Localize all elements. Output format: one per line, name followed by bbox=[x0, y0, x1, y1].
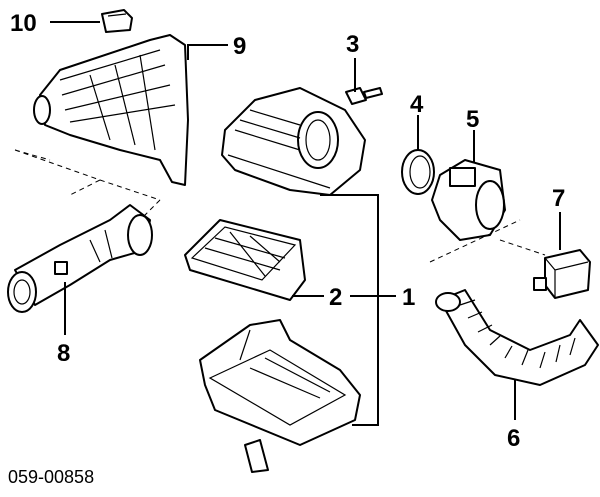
part-1-lower-case bbox=[199, 319, 361, 473]
part-1-upper-housing bbox=[221, 87, 366, 196]
dashed-guide bbox=[429, 219, 546, 263]
callout-10: 10 bbox=[10, 10, 37, 37]
callout-6: 6 bbox=[507, 425, 520, 452]
leader-lines bbox=[50, 21, 561, 426]
part-6-intake-hose bbox=[435, 289, 599, 386]
part-3-clip bbox=[345, 87, 383, 105]
callout-7: 7 bbox=[552, 185, 565, 212]
part-2-air-filter bbox=[184, 219, 306, 301]
part-7-resonator bbox=[533, 249, 591, 299]
callout-5: 5 bbox=[466, 106, 479, 133]
dashed-guide bbox=[14, 149, 161, 221]
part-9-resonator-chamber bbox=[33, 34, 189, 186]
callout-1: 1 bbox=[402, 284, 415, 311]
part-5-air-flow-meter bbox=[431, 159, 506, 241]
part-10-clip bbox=[101, 9, 133, 33]
part-4-o-ring bbox=[401, 149, 435, 195]
callout-4: 4 bbox=[410, 91, 424, 118]
part-8-intake-duct bbox=[7, 204, 153, 313]
callout-3: 3 bbox=[346, 31, 359, 58]
diagram-code: 059-00858 bbox=[8, 467, 94, 487]
callout-2: 2 bbox=[329, 284, 342, 311]
callout-8: 8 bbox=[57, 340, 70, 367]
callout-9: 9 bbox=[233, 33, 246, 60]
